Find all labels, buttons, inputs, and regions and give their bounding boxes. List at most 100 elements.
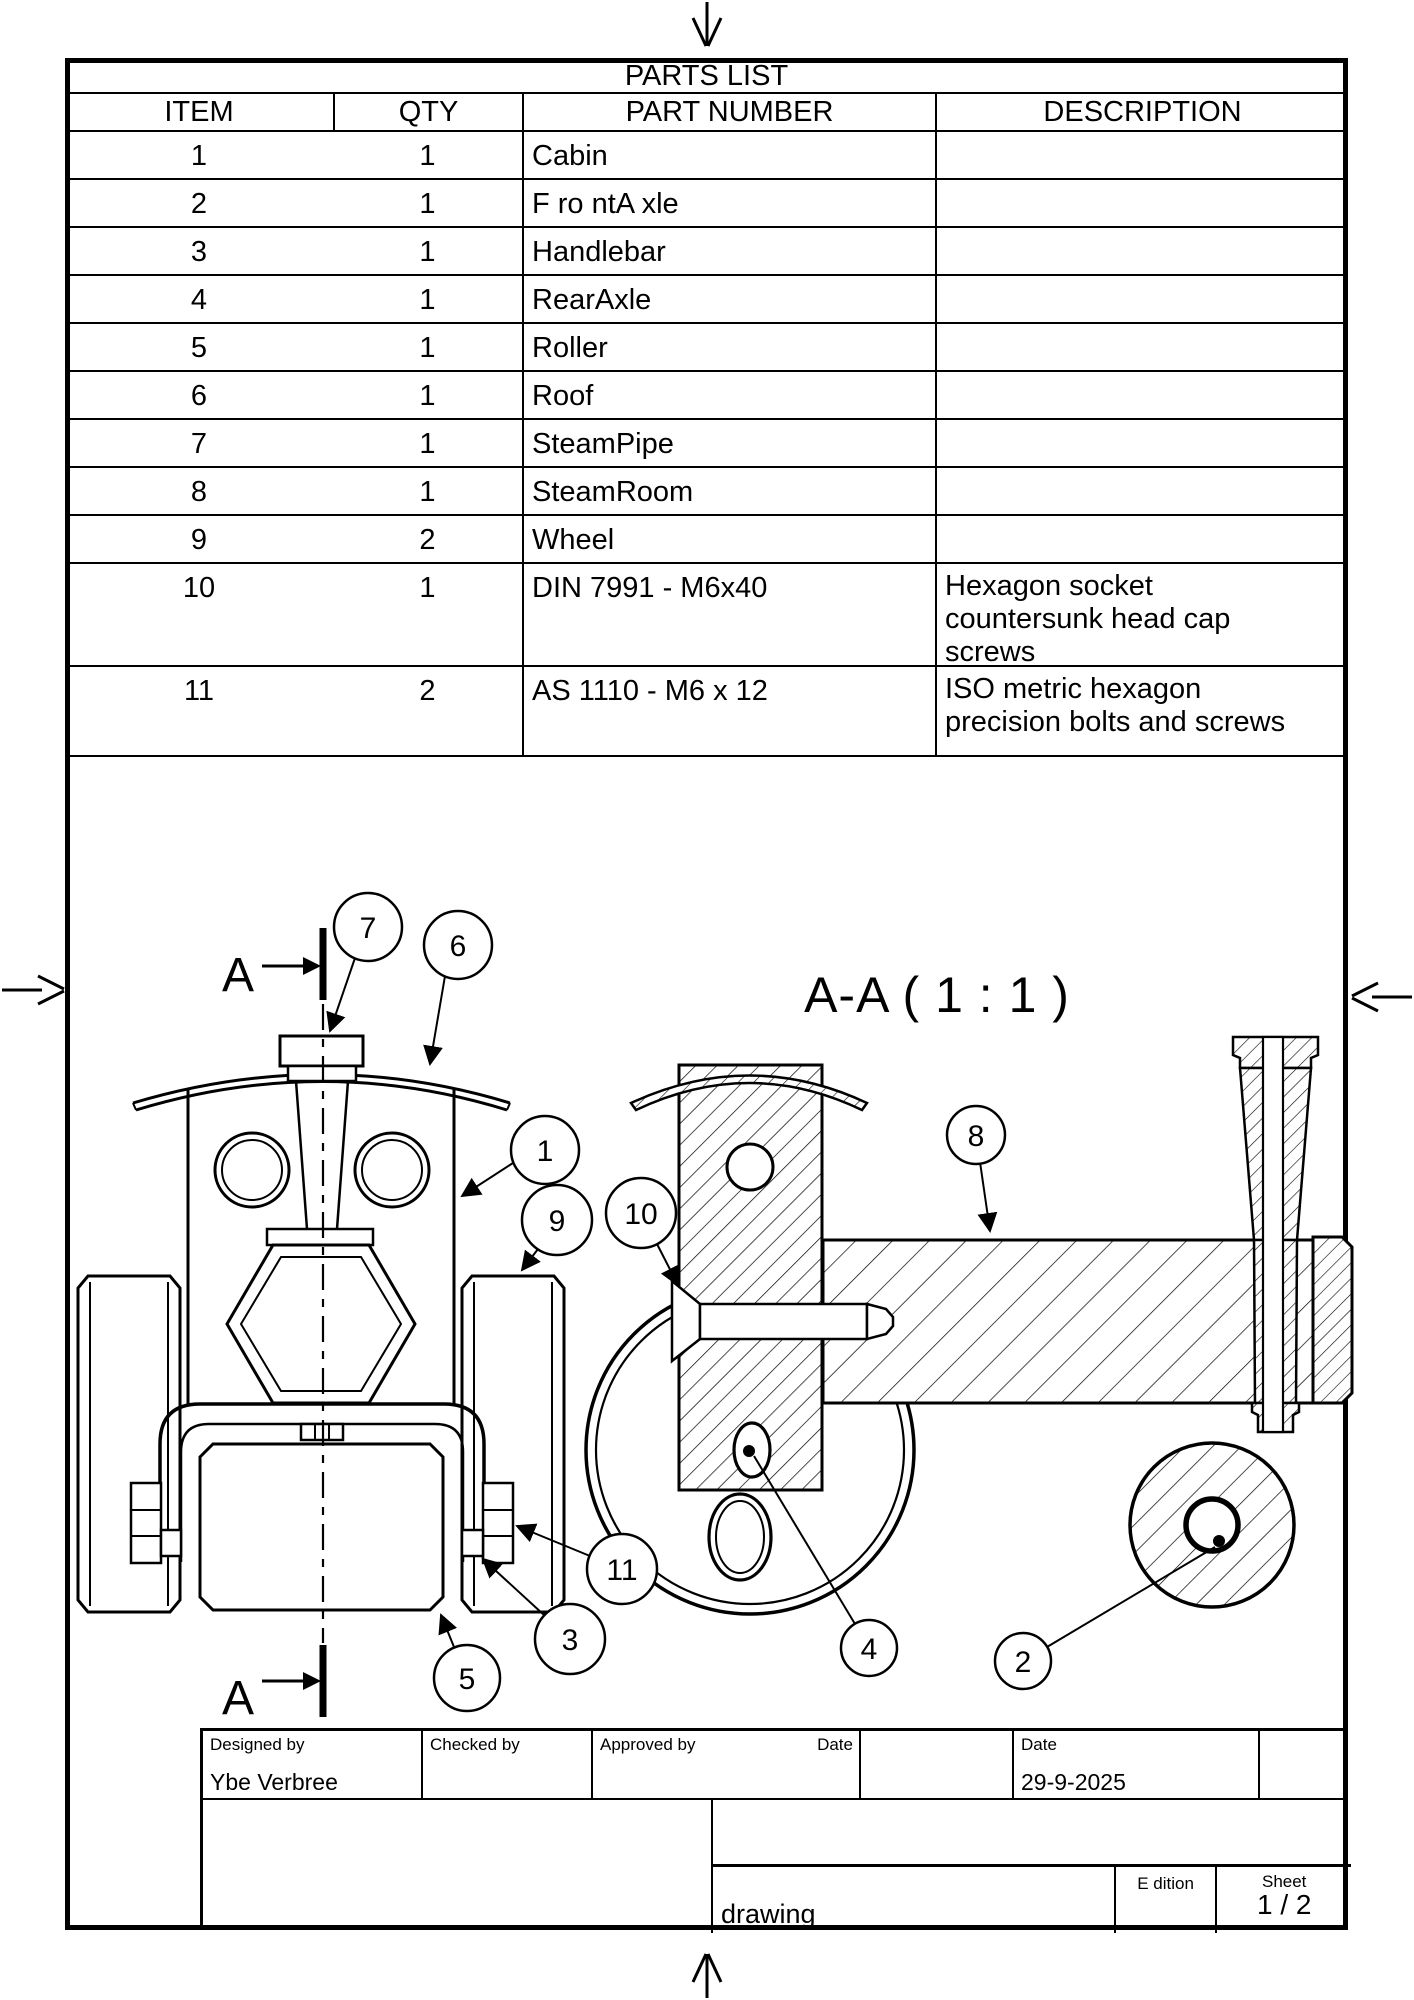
col-header-item: ITEM xyxy=(164,96,234,128)
cell-qty: 1 xyxy=(419,284,436,316)
parts-list-title: PARTS LIST xyxy=(65,58,1348,94)
parts-row: 4 1 RearAxle xyxy=(65,276,1348,324)
screw-tip-section xyxy=(865,1302,895,1341)
balloon-2: 2 xyxy=(993,1631,1053,1691)
balloon-5: 5 xyxy=(432,1643,502,1713)
cell-item: 3 xyxy=(190,236,208,268)
svg-text:1: 1 xyxy=(537,1135,554,1168)
centering-mark-top xyxy=(691,2,723,47)
title-block-row1: Designed by Ybe Verbree Checked by Appro… xyxy=(203,1731,1345,1800)
steampipe-base-front xyxy=(265,1227,375,1247)
svg-text:11: 11 xyxy=(606,1554,637,1587)
approved-by-label: Approved by xyxy=(600,1735,696,1754)
description-line: ISO metric hexagon xyxy=(945,673,1202,705)
cell-part-number: Roller xyxy=(522,324,935,370)
col-header-part-number: PART NUMBER xyxy=(522,94,935,130)
window-left xyxy=(213,1131,291,1209)
front-view xyxy=(76,1034,566,1614)
cell-item: 1 xyxy=(190,140,208,172)
title-block: Designed by Ybe Verbree Checked by Appro… xyxy=(200,1728,1351,1933)
edition-cell: E dition xyxy=(1113,1867,1216,1933)
cell-part-number: SteamRoom xyxy=(522,468,935,514)
title-block-left-area xyxy=(203,1798,711,1933)
cell-description xyxy=(935,132,1348,178)
svg-text:5: 5 xyxy=(459,1663,476,1696)
section-view xyxy=(584,1035,1354,1616)
steamroom-hexagon xyxy=(225,1243,417,1405)
wheel-front-left xyxy=(76,1274,182,1614)
balloons: 7 6 1 9 10 8 11 3 5 4 2 xyxy=(332,891,1053,1713)
centering-mark-bottom xyxy=(691,1953,723,1998)
cell-qty: 1 xyxy=(419,236,436,268)
date-cell: Date 29-9-2025 xyxy=(1012,1731,1258,1798)
balloon-leaders xyxy=(326,957,1216,1648)
title-block-right-lower: drawing E dition Sheet 1 / 2 xyxy=(711,1864,1351,1933)
axle-dot xyxy=(743,1445,755,1457)
cell-part-number: DIN 7991 - M6x40 xyxy=(522,564,935,669)
cell-part-number: Wheel xyxy=(522,516,935,562)
drawing-name: drawing xyxy=(721,1899,816,1929)
section-letter-top: A xyxy=(222,949,254,1002)
cell-description xyxy=(935,180,1348,226)
svg-text:3: 3 xyxy=(562,1624,579,1657)
cell-part-number: Handlebar xyxy=(522,228,935,274)
cell-part-number: F ro ntA xle xyxy=(522,180,935,226)
cell-description xyxy=(935,228,1348,274)
checked-by-label: Checked by xyxy=(430,1735,520,1754)
cell-description xyxy=(935,420,1348,466)
cell-item: 2 xyxy=(190,188,208,220)
window-right xyxy=(353,1131,431,1209)
cell-item: 11 xyxy=(183,675,215,707)
parts-list-table: PARTS LIST ITEM QTY PART NUMBER DESCRIPT… xyxy=(65,58,1348,757)
col-header-qty: QTY xyxy=(333,94,522,130)
bolt-right xyxy=(460,1481,515,1565)
balloon-6: 6 xyxy=(422,909,494,981)
svg-text:8: 8 xyxy=(968,1120,985,1153)
date-value: 29-9-2025 xyxy=(1021,1769,1126,1795)
description-line: countersunk head cap xyxy=(945,603,1231,635)
sheet-value: 1 / 2 xyxy=(1256,1889,1312,1920)
cell-item: 4 xyxy=(190,284,208,316)
wheel-hub-circle xyxy=(1183,1496,1241,1554)
cell-part-number: RearAxle xyxy=(522,276,935,322)
cell-qty: 1 xyxy=(419,188,436,220)
cell-part-number: SteamPipe xyxy=(522,420,935,466)
title-block-right-upper xyxy=(711,1798,1351,1866)
empty-cell-1 xyxy=(859,1731,1012,1798)
balloon-10: 10 xyxy=(604,1176,678,1250)
screw-shaft-section xyxy=(698,1302,869,1341)
section-letter-bottom: A xyxy=(222,1672,254,1725)
cell-qty: 1 xyxy=(419,140,436,172)
parts-list-header: ITEM QTY PART NUMBER DESCRIPTION xyxy=(65,94,1348,132)
sheet-label: Sheet xyxy=(1261,1872,1307,1891)
cell-part-number: AS 1110 - M6 x 12 xyxy=(522,667,935,755)
wheel-axle-dot xyxy=(1213,1535,1225,1547)
centering-mark-right xyxy=(1351,981,1412,1013)
roller-front xyxy=(198,1442,445,1612)
approved-by-cell: Approved by Date xyxy=(591,1731,859,1798)
cell-description xyxy=(935,324,1348,370)
cell-part-number: Roof xyxy=(522,372,935,418)
cell-qty: 2 xyxy=(419,524,436,556)
cell-qty: 1 xyxy=(419,476,436,508)
steamroom-section xyxy=(821,1238,1315,1405)
cabin-window-section xyxy=(725,1142,775,1192)
cell-qty: 1 xyxy=(419,380,436,412)
checked-by-cell: Checked by xyxy=(421,1731,591,1798)
roof-section xyxy=(629,1074,869,1112)
designed-by-label: Designed by xyxy=(210,1735,305,1754)
cell-item: 7 xyxy=(190,428,208,460)
cell-description xyxy=(935,372,1348,418)
balloon-8: 8 xyxy=(945,1104,1007,1166)
